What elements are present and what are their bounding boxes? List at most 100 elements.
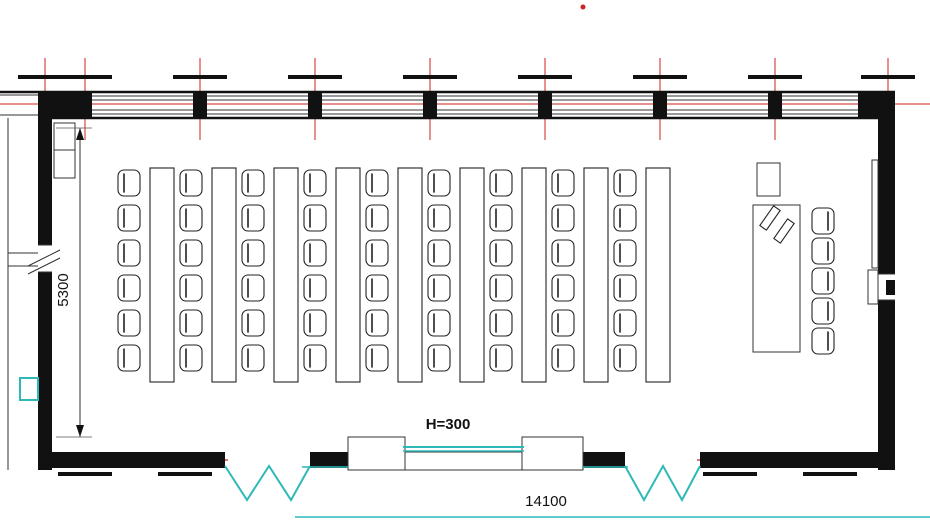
left-opening-break-line-2 — [27, 257, 61, 275]
windows-group — [92, 95, 858, 115]
right-wall-upper — [878, 118, 895, 274]
chair — [811, 267, 835, 295]
chair — [179, 239, 203, 267]
right-niche-frame — [867, 269, 879, 305]
left-wall-upper — [38, 118, 52, 245]
chair — [303, 274, 327, 302]
chair — [551, 239, 575, 267]
chair — [179, 204, 203, 232]
axis-dot — [580, 4, 586, 10]
table — [149, 167, 175, 383]
wall-pier — [538, 92, 552, 118]
chair — [551, 309, 575, 337]
chair — [303, 169, 327, 197]
chair — [613, 239, 637, 267]
left-wall-lower — [38, 272, 52, 470]
bottom-wall-mid-right — [583, 452, 625, 468]
chair — [427, 309, 451, 337]
chair — [489, 344, 513, 372]
wall-mounted-board — [871, 159, 879, 269]
chair — [613, 344, 637, 372]
chair — [365, 274, 389, 302]
platform-right-block — [521, 436, 584, 471]
chair — [427, 169, 451, 197]
chair — [117, 169, 141, 197]
bottom-wall-mid-left — [310, 452, 348, 468]
wall-pier — [653, 92, 667, 118]
glazed-opening-zigzag-left — [224, 464, 311, 502]
wall-corner-left — [38, 92, 92, 118]
depth-dim-arrow-top — [76, 128, 84, 140]
right-wall-lower — [878, 300, 895, 470]
chair — [179, 344, 203, 372]
chair — [489, 239, 513, 267]
bottom-wall-right — [700, 452, 878, 468]
wall-corner-right — [858, 92, 895, 118]
chair — [241, 344, 265, 372]
chair — [427, 274, 451, 302]
right-niche-block — [886, 280, 895, 295]
chair — [303, 204, 327, 232]
chair — [241, 309, 265, 337]
table — [273, 167, 299, 383]
chair — [365, 309, 389, 337]
chair — [551, 169, 575, 197]
chair — [489, 274, 513, 302]
chair — [613, 274, 637, 302]
chair — [179, 309, 203, 337]
table — [521, 167, 547, 383]
wall-pier — [193, 92, 207, 118]
glazed-opening-zigzag-right — [624, 463, 701, 503]
wall-pier — [768, 92, 782, 118]
left-door-leaf — [19, 377, 39, 401]
chair — [117, 239, 141, 267]
seating-group — [117, 169, 835, 372]
tables-group — [149, 167, 671, 383]
chair — [811, 237, 835, 265]
chair — [303, 309, 327, 337]
chair — [365, 239, 389, 267]
platform-left-block — [347, 436, 406, 471]
demo-desk — [752, 204, 801, 353]
chair — [365, 344, 389, 372]
chair — [811, 207, 835, 235]
chair — [117, 344, 141, 372]
table — [335, 167, 361, 383]
chair — [551, 274, 575, 302]
chair — [613, 169, 637, 197]
table — [459, 167, 485, 383]
wall-pier — [308, 92, 322, 118]
chair — [303, 344, 327, 372]
axis-lines-group — [44, 58, 889, 140]
stage-height-label: H=300 — [426, 416, 471, 433]
width-dimension-label: 14100 — [525, 493, 567, 510]
chair — [551, 344, 575, 372]
chair — [489, 169, 513, 197]
chair — [179, 274, 203, 302]
chair — [365, 204, 389, 232]
chair — [613, 309, 637, 337]
table — [211, 167, 237, 383]
chair — [303, 239, 327, 267]
chair — [241, 239, 265, 267]
desk-item-1 — [759, 205, 781, 231]
chair — [489, 204, 513, 232]
chair — [241, 204, 265, 232]
chair — [241, 274, 265, 302]
axis-ticks-group — [18, 75, 915, 476]
left-opening-break-line-1 — [27, 249, 61, 267]
table — [645, 167, 671, 383]
chair — [241, 169, 265, 197]
chair — [179, 169, 203, 197]
chair — [427, 344, 451, 372]
chair — [811, 297, 835, 325]
chair — [117, 309, 141, 337]
equipment-stand — [756, 162, 781, 197]
chair — [427, 204, 451, 232]
chair — [811, 327, 835, 355]
table — [583, 167, 609, 383]
wall-pier — [423, 92, 437, 118]
chair — [551, 204, 575, 232]
